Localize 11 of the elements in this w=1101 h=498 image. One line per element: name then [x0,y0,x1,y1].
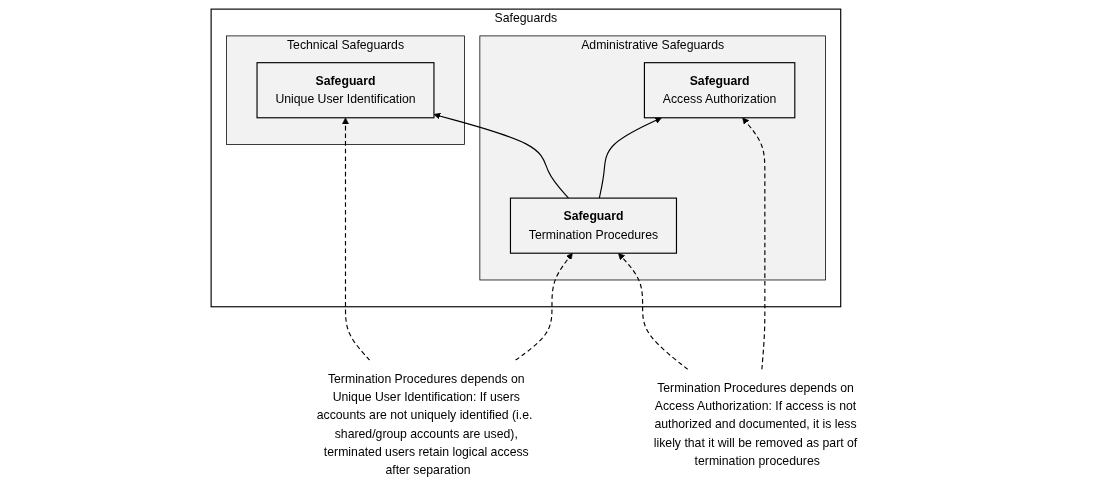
arrow [341,117,371,361]
arrow [433,112,569,199]
node-text: Termination Procedures depends on Access Authorization: If access is not authorized and documented, it is less likely that it will be removed as part of termination procedures [653,380,857,468]
arrow [742,117,766,371]
arrow [598,117,662,199]
arrow [514,252,573,361]
node-box: Safeguard Access Authorization [643,62,796,119]
arrow [617,252,689,371]
node-box: Safeguard Unique User Identification [256,62,435,119]
node-text: Termination Procedures depends on Unique User Identification: If users accounts are not uniquely identified (i.e. shared/group accounts are used), terminated users retain logical access after separation [316,371,533,477]
node-box: Safeguard Termination Procedures [509,197,677,254]
